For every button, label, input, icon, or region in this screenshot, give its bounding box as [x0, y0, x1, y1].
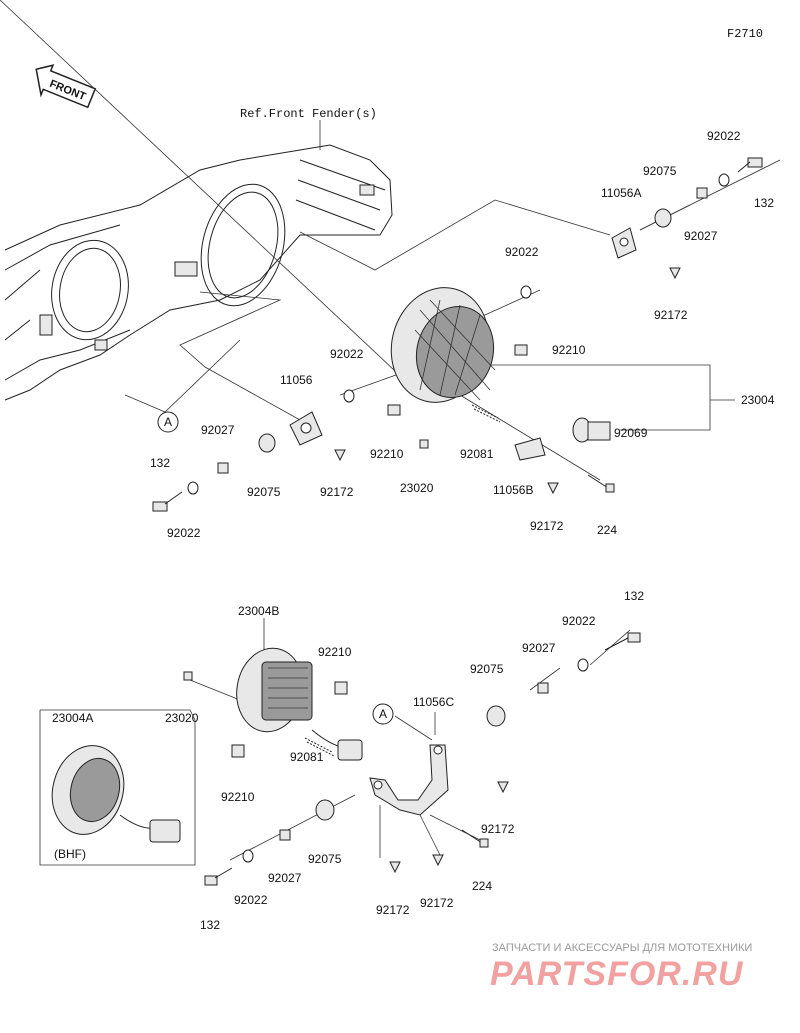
- label-92172-b: 92172: [320, 485, 354, 499]
- watermark-top-text: ЗАПЧАСТИ И АКСЕССУАРЫ ДЛЯ МОТОТЕХНИКИ: [492, 942, 752, 954]
- label-92022-b: 92022: [505, 245, 539, 259]
- nut-92210-d: [231, 744, 245, 758]
- label-23020-b: 23020: [165, 711, 199, 725]
- grommet-92075-c: [486, 705, 506, 727]
- label-132-c: 132: [624, 589, 644, 603]
- label-92075-c: 92075: [470, 662, 504, 676]
- bracket-11056C: [369, 744, 449, 816]
- nut-92210-c: [334, 681, 348, 695]
- nut-92210-a: [514, 344, 528, 356]
- screw-92172-a: [669, 267, 681, 280]
- label-92075-d: 92075: [308, 852, 342, 866]
- label-92022-c: 92022: [330, 347, 364, 361]
- label-92022-f: 92022: [234, 893, 268, 907]
- grommet-92075-b: [258, 433, 276, 453]
- washer-92022-b: [187, 481, 199, 495]
- label-132-b: 132: [150, 456, 170, 470]
- bulb-92069: [572, 417, 611, 443]
- bolt-132-a: [737, 157, 763, 173]
- washer-92022-e: [577, 658, 589, 672]
- bolt-224-b: [461, 829, 489, 848]
- nut-23020-a: [419, 439, 429, 449]
- bolt-224-a: [587, 474, 615, 493]
- nut-92210-b: [387, 404, 401, 416]
- label-92075-a: 92075: [643, 164, 677, 178]
- bolt-132-d: [204, 867, 233, 886]
- label-11056A: 11056A: [601, 186, 641, 200]
- screw-92172-d: [497, 781, 509, 794]
- leader-lines-upper: [0, 0, 781, 481]
- label-23004B: 23004B: [238, 604, 279, 618]
- label-92075-b: 92075: [247, 485, 281, 499]
- label-92210-c: 92210: [318, 645, 352, 659]
- nut-23020-b: [183, 671, 193, 681]
- watermark-logo: PARTSFOR.RU: [490, 955, 744, 993]
- label-92027-d: 92027: [268, 871, 302, 885]
- collar-92027-b: [217, 462, 229, 474]
- ref-marker-A-upper: A: [157, 411, 179, 433]
- headlight-23004B: [236, 647, 363, 761]
- label-92210-a: 92210: [552, 343, 586, 357]
- label-23020-a: 23020: [400, 481, 434, 495]
- bracket-11056A: [611, 227, 637, 259]
- screw-92172-b: [334, 449, 346, 462]
- screw-92172-c: [547, 482, 559, 495]
- ref-marker-A-lower: A: [372, 703, 394, 725]
- leader-lines-lower: [39, 618, 631, 866]
- label-92172-f: 92172: [420, 896, 454, 910]
- washer-92022-a: [718, 173, 730, 187]
- label-92022-e: 92022: [562, 614, 596, 628]
- headlight-23004A: [51, 745, 181, 843]
- collar-92027-a: [696, 187, 708, 199]
- bolt-132-c: [604, 632, 641, 651]
- ref-front-fender-label: Ref.Front Fender(s): [240, 107, 377, 121]
- figure-code: F2710: [727, 27, 763, 41]
- grommet-92075-d: [315, 799, 335, 821]
- svg-text:A: A: [379, 707, 387, 721]
- label-23004: 23004: [741, 393, 775, 407]
- bolt-132-b: [152, 491, 183, 512]
- label-92172-d: 92172: [481, 822, 515, 836]
- headlight-upper: [390, 287, 496, 403]
- label-23004A: 23004A: [52, 711, 93, 725]
- spring-92081-a: [471, 404, 501, 423]
- screw-92172-f: [432, 854, 444, 867]
- bracket-11056: [289, 411, 323, 446]
- collar-92027-d: [279, 829, 291, 841]
- label-92172-e: 92172: [376, 903, 410, 917]
- label-bhf: (BHF): [54, 847, 86, 861]
- label-224-b: 224: [472, 879, 492, 893]
- label-132-d: 132: [200, 918, 220, 932]
- label-224-a: 224: [597, 523, 617, 537]
- label-92210-d: 92210: [221, 790, 255, 804]
- label-92022-a: 92022: [707, 129, 741, 143]
- label-11056: 11056: [280, 373, 313, 387]
- washer-92022-d: [343, 389, 355, 403]
- label-92027-a: 92027: [684, 229, 718, 243]
- svg-text:A: A: [164, 415, 172, 429]
- label-132-a: 132: [754, 196, 774, 210]
- label-92172-c: 92172: [530, 519, 564, 533]
- label-92027-b: 92027: [201, 423, 235, 437]
- screw-92172-e: [389, 861, 401, 874]
- front-arrow-icon: FRONT: [35, 64, 97, 109]
- collar-92027-c: [537, 682, 549, 694]
- spring-92081-b: [304, 737, 335, 757]
- bracket-11056B: [514, 437, 546, 461]
- grommet-92075-a: [654, 208, 672, 228]
- label-92027-c: 92027: [522, 641, 556, 655]
- label-92081-a: 92081: [460, 447, 494, 461]
- label-92172-a: 92172: [654, 308, 688, 322]
- front-fairing: [4, 144, 393, 401]
- label-92069: 92069: [614, 426, 648, 440]
- label-92210-b: 92210: [370, 447, 404, 461]
- label-11056C: 11056C: [413, 695, 454, 709]
- washer-92022-f: [242, 849, 254, 863]
- label-92022-d: 92022: [167, 526, 201, 540]
- label-11056B: 11056B: [493, 483, 533, 497]
- washer-92022-c: [520, 285, 532, 299]
- label-92081-b: 92081: [290, 750, 324, 764]
